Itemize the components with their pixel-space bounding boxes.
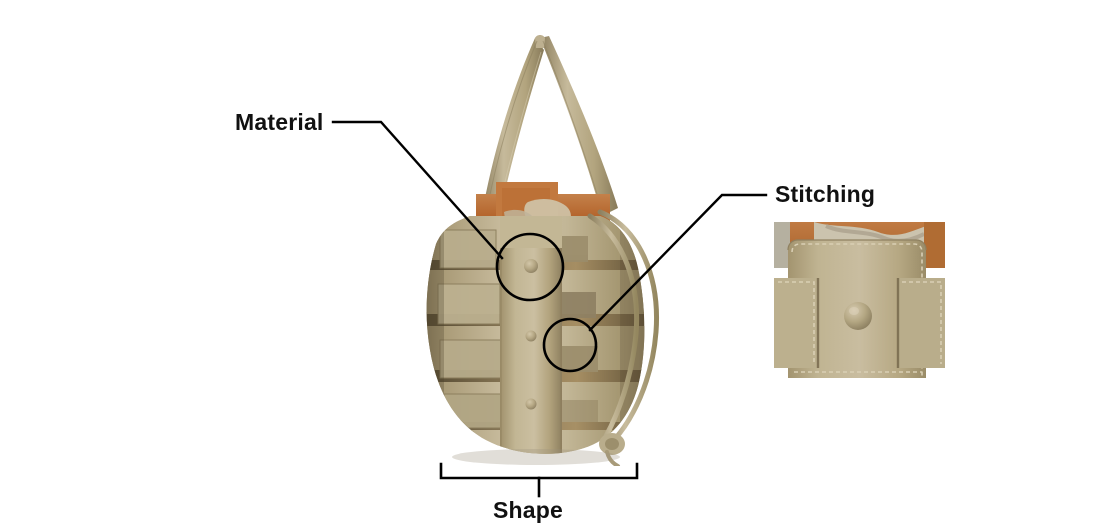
callout-label-material: Material — [235, 109, 324, 135]
product-photo-handbag — [404, 16, 704, 468]
callout-label-stitching: Stitching — [775, 181, 876, 207]
shape-bracket — [439, 462, 639, 498]
stitching-detail-closeup — [774, 222, 945, 378]
callout-label-shape: Shape — [492, 497, 564, 523]
bag-body — [426, 216, 645, 454]
